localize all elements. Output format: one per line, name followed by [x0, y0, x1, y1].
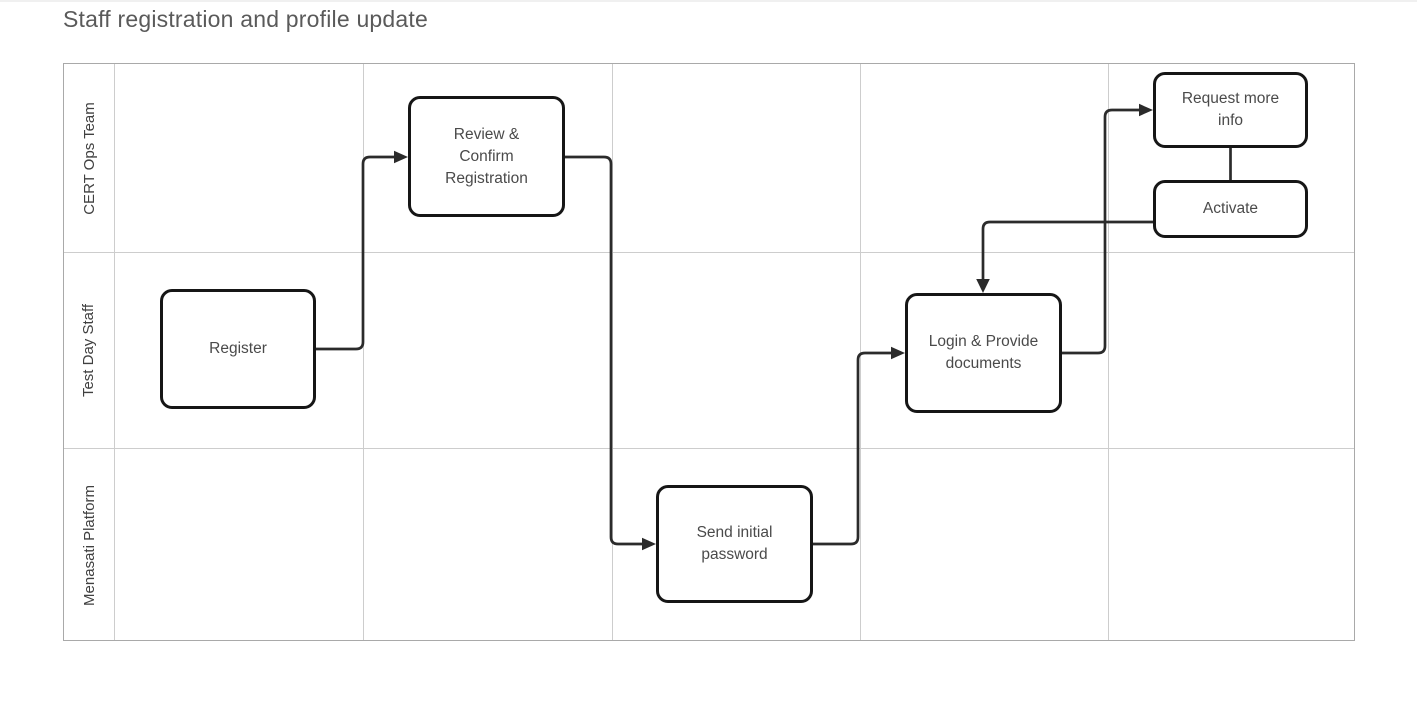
top-edge-divider: [0, 0, 1417, 2]
grid-column-line: [363, 64, 364, 640]
grid-column-line: [1108, 64, 1109, 640]
lane-label-test-day-staff: Test Day Staff: [64, 252, 114, 448]
node-label: Register: [209, 340, 267, 357]
node-send-initial-password[interactable]: Send initial password: [656, 485, 813, 603]
node-label: Review & Confirm Registration: [445, 125, 528, 187]
node-label: Login & Provide documents: [928, 333, 1039, 372]
lane-label-text: Test Day Staff: [80, 303, 98, 397]
lane-boundary-line: [64, 448, 1354, 449]
lane-boundary-line: [64, 252, 1354, 253]
grid-column-line: [612, 64, 613, 640]
node-login-provide-documents[interactable]: Login & Provide documents: [905, 293, 1062, 413]
node-register[interactable]: Register: [160, 289, 316, 409]
node-review-confirm-registration[interactable]: Review & Confirm Registration: [408, 96, 565, 217]
grid-column-line: [860, 64, 861, 640]
node-label: Request more info: [1181, 90, 1280, 129]
node-label: Activate: [1202, 200, 1259, 217]
page-title: Staff registration and profile update: [63, 6, 428, 32]
lane-label-text: CERT Ops Team: [80, 101, 98, 215]
lane-label-text: Menasati Platform: [80, 484, 98, 606]
node-label: Send initial password: [696, 524, 773, 563]
lane-label-menasati-platform: Menasati Platform: [64, 448, 114, 642]
lane-label-divider-line: [114, 64, 115, 640]
node-activate[interactable]: Activate: [1153, 180, 1308, 238]
node-request-more-info[interactable]: Request more info: [1153, 72, 1308, 148]
lane-label-cert-ops-team: CERT Ops Team: [64, 64, 114, 252]
